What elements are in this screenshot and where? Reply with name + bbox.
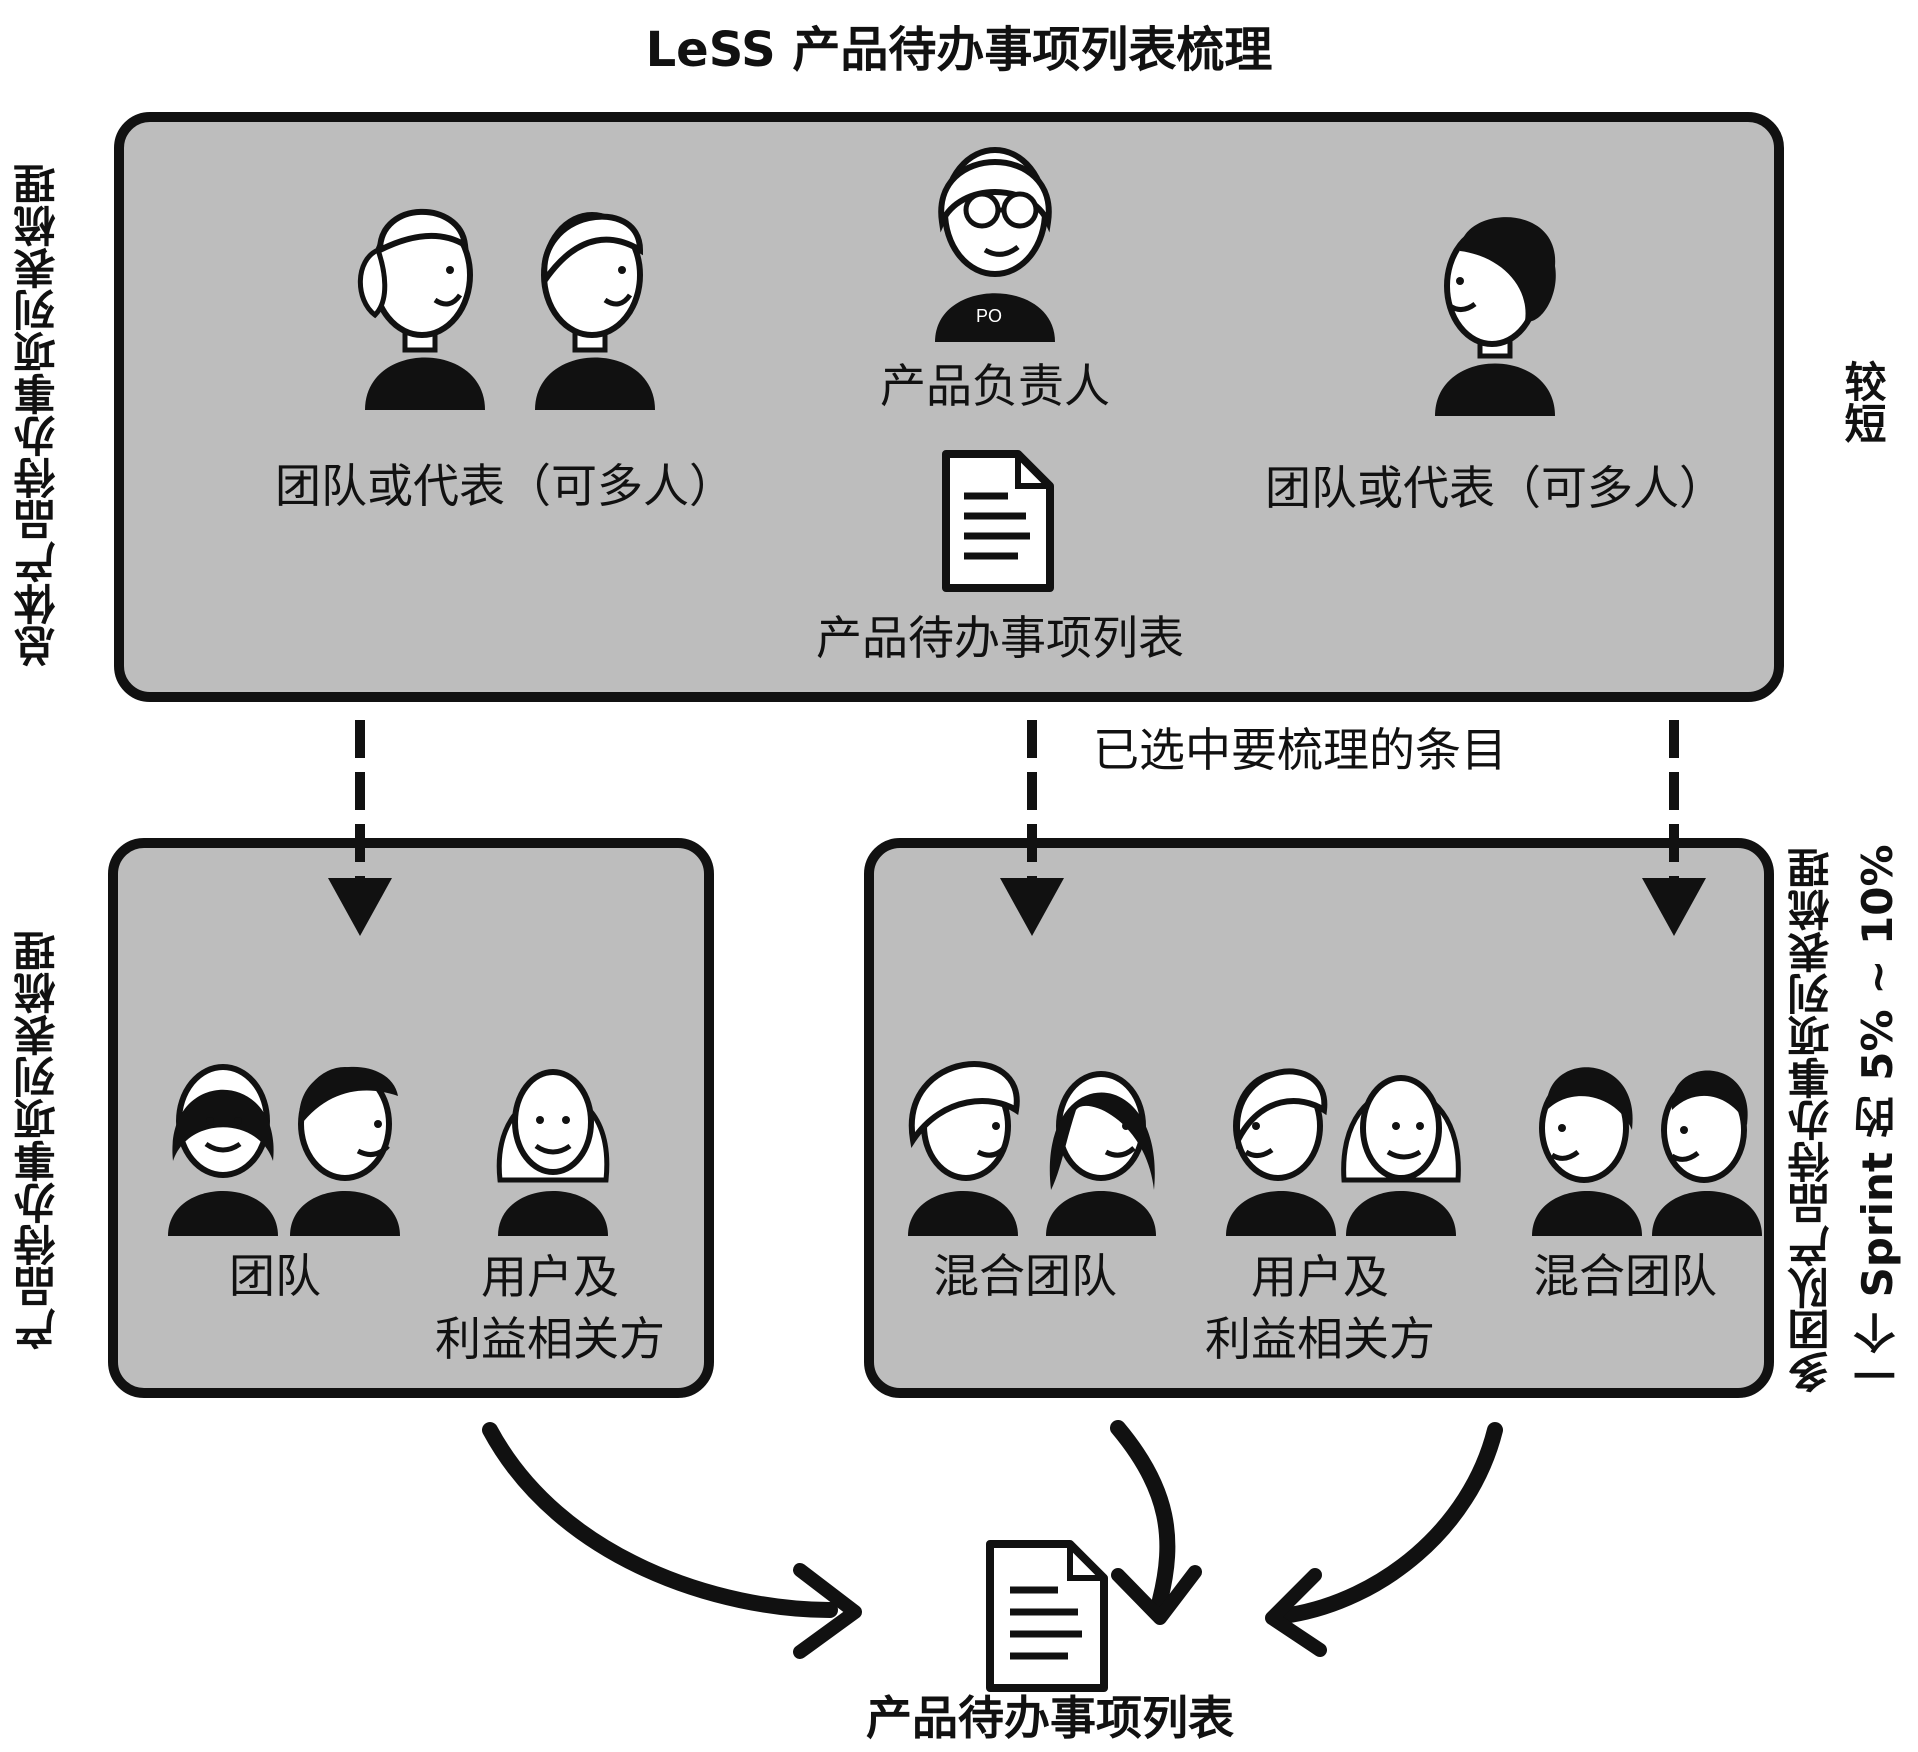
product-refinement-box: [108, 838, 714, 1398]
stakeholder-avatar: [496, 1069, 610, 1236]
team-member-avatar: [357, 208, 485, 410]
result-backlog-label: 产品待办事项列表: [866, 1691, 1234, 1745]
svg-text:PO: PO: [976, 306, 1002, 326]
stakeholder-avatar: [1226, 1068, 1336, 1236]
selected-items-label: 已选中要梳理的条目: [1093, 723, 1507, 777]
dashed-arrow-left: [328, 720, 392, 936]
team-member-avatar: [1046, 1071, 1156, 1236]
team-label: 团队: [229, 1249, 321, 1303]
product-owner-label: 产品负责人: [880, 359, 1110, 413]
team-member-avatar: [1652, 1070, 1762, 1236]
document-icon: [942, 450, 1054, 592]
team-member-avatar: [290, 1066, 400, 1236]
stakeholder-avatar: [1341, 1075, 1461, 1236]
document-icon: [986, 1540, 1108, 1692]
mixed-team-label-b: 混合团队: [1533, 1249, 1717, 1303]
mixed-team-label-a: 混合团队: [933, 1249, 1117, 1303]
dashed-arrow-right: [1642, 720, 1706, 936]
team-member-avatar: [908, 1061, 1020, 1236]
users-stakeholders-label-left: 用户及 利益相关方: [435, 1250, 665, 1366]
shorter-label: 较短: [1838, 360, 1887, 444]
team-member-avatar: [535, 212, 655, 410]
team-member-avatar: [168, 1064, 278, 1236]
team-or-representatives-label-right: 团队或代表（可多人）: [1265, 461, 1725, 515]
team-member-avatar: [1435, 217, 1556, 416]
dashed-arrow-middle: [1000, 720, 1064, 936]
top-backlog-label: 产品待办事项列表: [816, 611, 1184, 665]
team-or-representatives-label-left: 团队或代表（可多人）: [275, 459, 735, 513]
product-owner-avatar: PO: [935, 147, 1055, 342]
users-stakeholders-label-right: 用户及 利益相关方: [1205, 1250, 1435, 1366]
diagram-title: LeSS 产品待办事项列表梳理: [645, 22, 1273, 78]
team-member-avatar: [1532, 1067, 1642, 1236]
